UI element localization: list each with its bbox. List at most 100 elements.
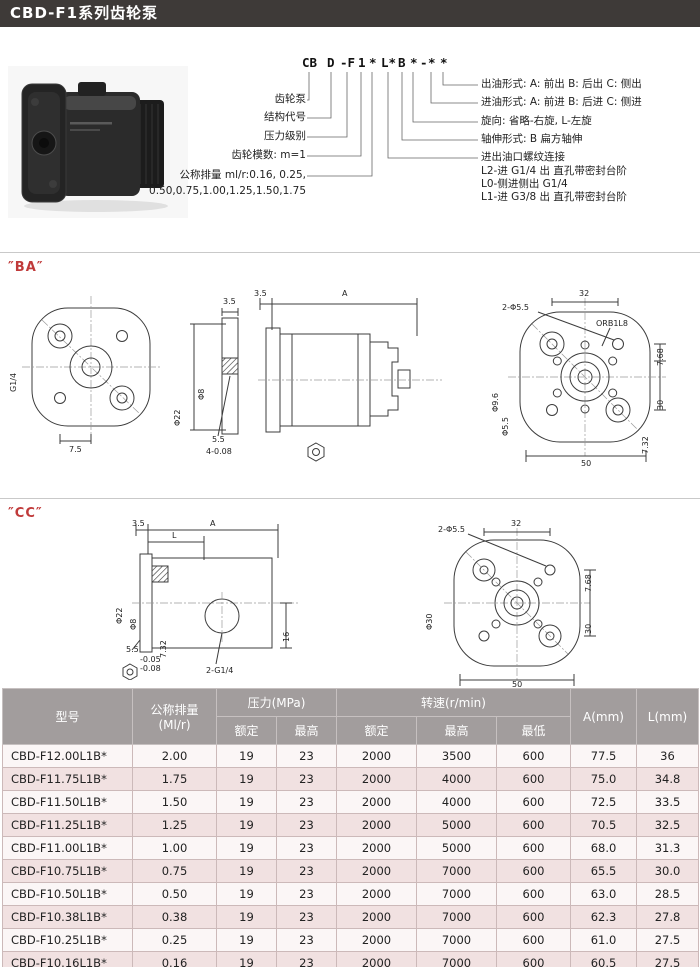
callout-displacement-line2: 0.50,0.75,1.00,1.25,1.50,1.75 bbox=[149, 185, 306, 197]
value-cell: 23 bbox=[276, 859, 337, 883]
value-cell: 27.8 bbox=[636, 905, 699, 929]
ba-rear-view bbox=[508, 298, 666, 462]
dimension-label: 2-Φ5.5 bbox=[438, 525, 465, 534]
model-code-segment: * bbox=[428, 55, 436, 70]
model-code-segment: - bbox=[420, 55, 428, 70]
value-cell: 61.0 bbox=[570, 928, 637, 952]
model-code-segment: * bbox=[410, 55, 418, 70]
model-cell: CBD-F10.50L1B* bbox=[2, 882, 133, 906]
value-cell: 0.50 bbox=[132, 882, 217, 906]
value-cell: 23 bbox=[276, 744, 337, 768]
model-code-segment: L* bbox=[381, 55, 397, 70]
value-cell: 600 bbox=[496, 744, 571, 768]
dimension-label: A bbox=[342, 289, 348, 298]
value-cell: 600 bbox=[496, 813, 571, 837]
value-cell: 600 bbox=[496, 859, 571, 883]
value-cell: 2000 bbox=[336, 813, 417, 837]
value-cell: 70.5 bbox=[570, 813, 637, 837]
model-cell: CBD-F10.38L1B* bbox=[2, 905, 133, 929]
section-label-cc: ″CC″ bbox=[8, 506, 43, 521]
callout-thread-l2: L2-进 G1/4 出 直孔带密封台阶 bbox=[481, 165, 627, 177]
value-cell: 0.75 bbox=[132, 859, 217, 883]
value-cell: 2000 bbox=[336, 859, 417, 883]
model-code-segment: CB bbox=[302, 55, 318, 70]
model-cell: CBD-F11.25L1B* bbox=[2, 813, 133, 837]
value-cell: 75.0 bbox=[570, 767, 637, 791]
col-header-speed: 转速(r/min) bbox=[336, 688, 571, 717]
value-cell: 2000 bbox=[336, 882, 417, 906]
callout-lines bbox=[307, 72, 478, 177]
gear-pump-image bbox=[8, 66, 188, 218]
product-photo bbox=[8, 66, 188, 218]
callout-pressure-level: 压力级别 bbox=[264, 130, 306, 142]
value-cell: 19 bbox=[216, 951, 277, 967]
dimension-label: Φ9.6 bbox=[491, 392, 500, 412]
col-header-speed-rated: 额定 bbox=[336, 716, 417, 745]
col-header-speed-max: 最高 bbox=[416, 716, 497, 745]
section-divider bbox=[0, 252, 700, 253]
dimension-label: ORB1L8 bbox=[596, 319, 628, 328]
value-cell: 23 bbox=[276, 882, 337, 906]
dimension-label: Φ22 bbox=[115, 607, 124, 624]
model-cell: CBD-F10.75L1B* bbox=[2, 859, 133, 883]
dimension-label: 2-G1/4 bbox=[206, 666, 234, 675]
dimension-label: 7.5 bbox=[69, 445, 82, 454]
model-code-segment: * bbox=[440, 55, 448, 70]
dimension-label: 7.32 bbox=[641, 436, 650, 454]
section-divider bbox=[0, 498, 700, 499]
value-cell: 600 bbox=[496, 767, 571, 791]
dimension-label: 3.5 bbox=[132, 519, 145, 528]
col-header-model: 型号 bbox=[2, 688, 133, 745]
value-cell: 7000 bbox=[416, 882, 497, 906]
value-cell: 19 bbox=[216, 882, 277, 906]
value-cell: 19 bbox=[216, 905, 277, 929]
value-cell: 600 bbox=[496, 882, 571, 906]
dimension-label: 2-Φ5.5 bbox=[502, 303, 529, 312]
model-cell: CBD-F10.16L1B* bbox=[2, 951, 133, 967]
value-cell: 36 bbox=[636, 744, 699, 768]
model-cell: CBD-F11.75L1B* bbox=[2, 767, 133, 791]
value-cell: 63.0 bbox=[570, 882, 637, 906]
value-cell: 23 bbox=[276, 951, 337, 967]
col-header-l-dim: L(mm) bbox=[636, 688, 699, 745]
value-cell: 7000 bbox=[416, 928, 497, 952]
value-cell: 28.5 bbox=[636, 882, 699, 906]
callout-thread-l0: L0-侧进侧出 G1/4 bbox=[481, 178, 568, 190]
value-cell: 2000 bbox=[336, 928, 417, 952]
value-cell: 19 bbox=[216, 928, 277, 952]
col-header-pressure-rated: 额定 bbox=[216, 716, 277, 745]
dimension-label: -0.05 bbox=[140, 655, 161, 664]
value-cell: 2000 bbox=[336, 951, 417, 967]
model-code-diagram: CB D -F 1 * L* B * - * * 齿轮泵 结构代号 压力级别 齿… bbox=[0, 35, 700, 250]
dimension-label: 32 bbox=[579, 289, 590, 298]
model-cell: CBD-F11.00L1B* bbox=[2, 836, 133, 860]
dimension-label: Φ5.5 bbox=[501, 416, 510, 436]
col-header-speed-min: 最低 bbox=[496, 716, 571, 745]
dimension-label: 7.68 bbox=[584, 574, 593, 592]
value-cell: 600 bbox=[496, 905, 571, 929]
value-cell: 1.50 bbox=[132, 790, 217, 814]
value-cell: 0.16 bbox=[132, 951, 217, 967]
ba-front-view bbox=[22, 296, 160, 444]
spec-table: 型号 公称排量 (Ml/r) 压力(MPa) 转速(r/min) A(mm) L… bbox=[2, 688, 699, 967]
value-cell: 31.3 bbox=[636, 836, 699, 860]
value-cell: 1.00 bbox=[132, 836, 217, 860]
value-cell: 23 bbox=[276, 905, 337, 929]
callout-gear-module: 齿轮模数: m=1 bbox=[231, 149, 306, 161]
value-cell: 5000 bbox=[416, 813, 497, 837]
col-header-displacement: 公称排量 (Ml/r) bbox=[132, 688, 217, 745]
value-cell: 7000 bbox=[416, 905, 497, 929]
model-code-segment: -F bbox=[340, 55, 356, 70]
callout-thread-l1: L1-进 G3/8 出 直孔带密封台阶 bbox=[481, 191, 627, 203]
